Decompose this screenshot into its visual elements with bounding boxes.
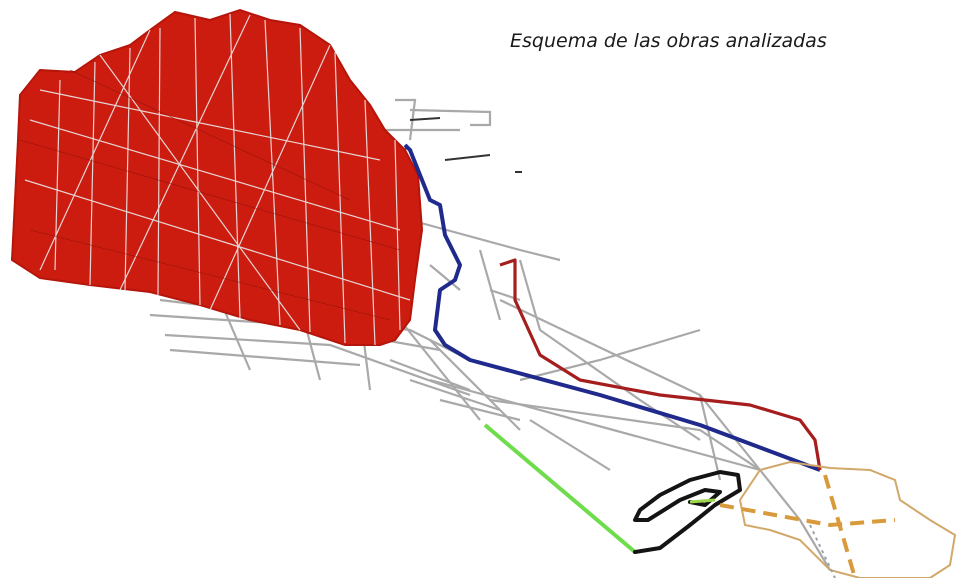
- dotted-line: [809, 524, 836, 578]
- dashed-links: [719, 474, 896, 578]
- black-ramp: [633, 470, 742, 554]
- ore-body-mesh: [10, 8, 424, 346]
- shaft-details: [404, 117, 522, 173]
- blue-route: [403, 143, 821, 472]
- green-route: [483, 423, 637, 554]
- diagram-caption: Esquema de las obras analizadas: [510, 30, 827, 52]
- surface-boundary: [738, 460, 957, 578]
- red-route: [499, 258, 822, 471]
- green-ramp-link: [689, 498, 716, 504]
